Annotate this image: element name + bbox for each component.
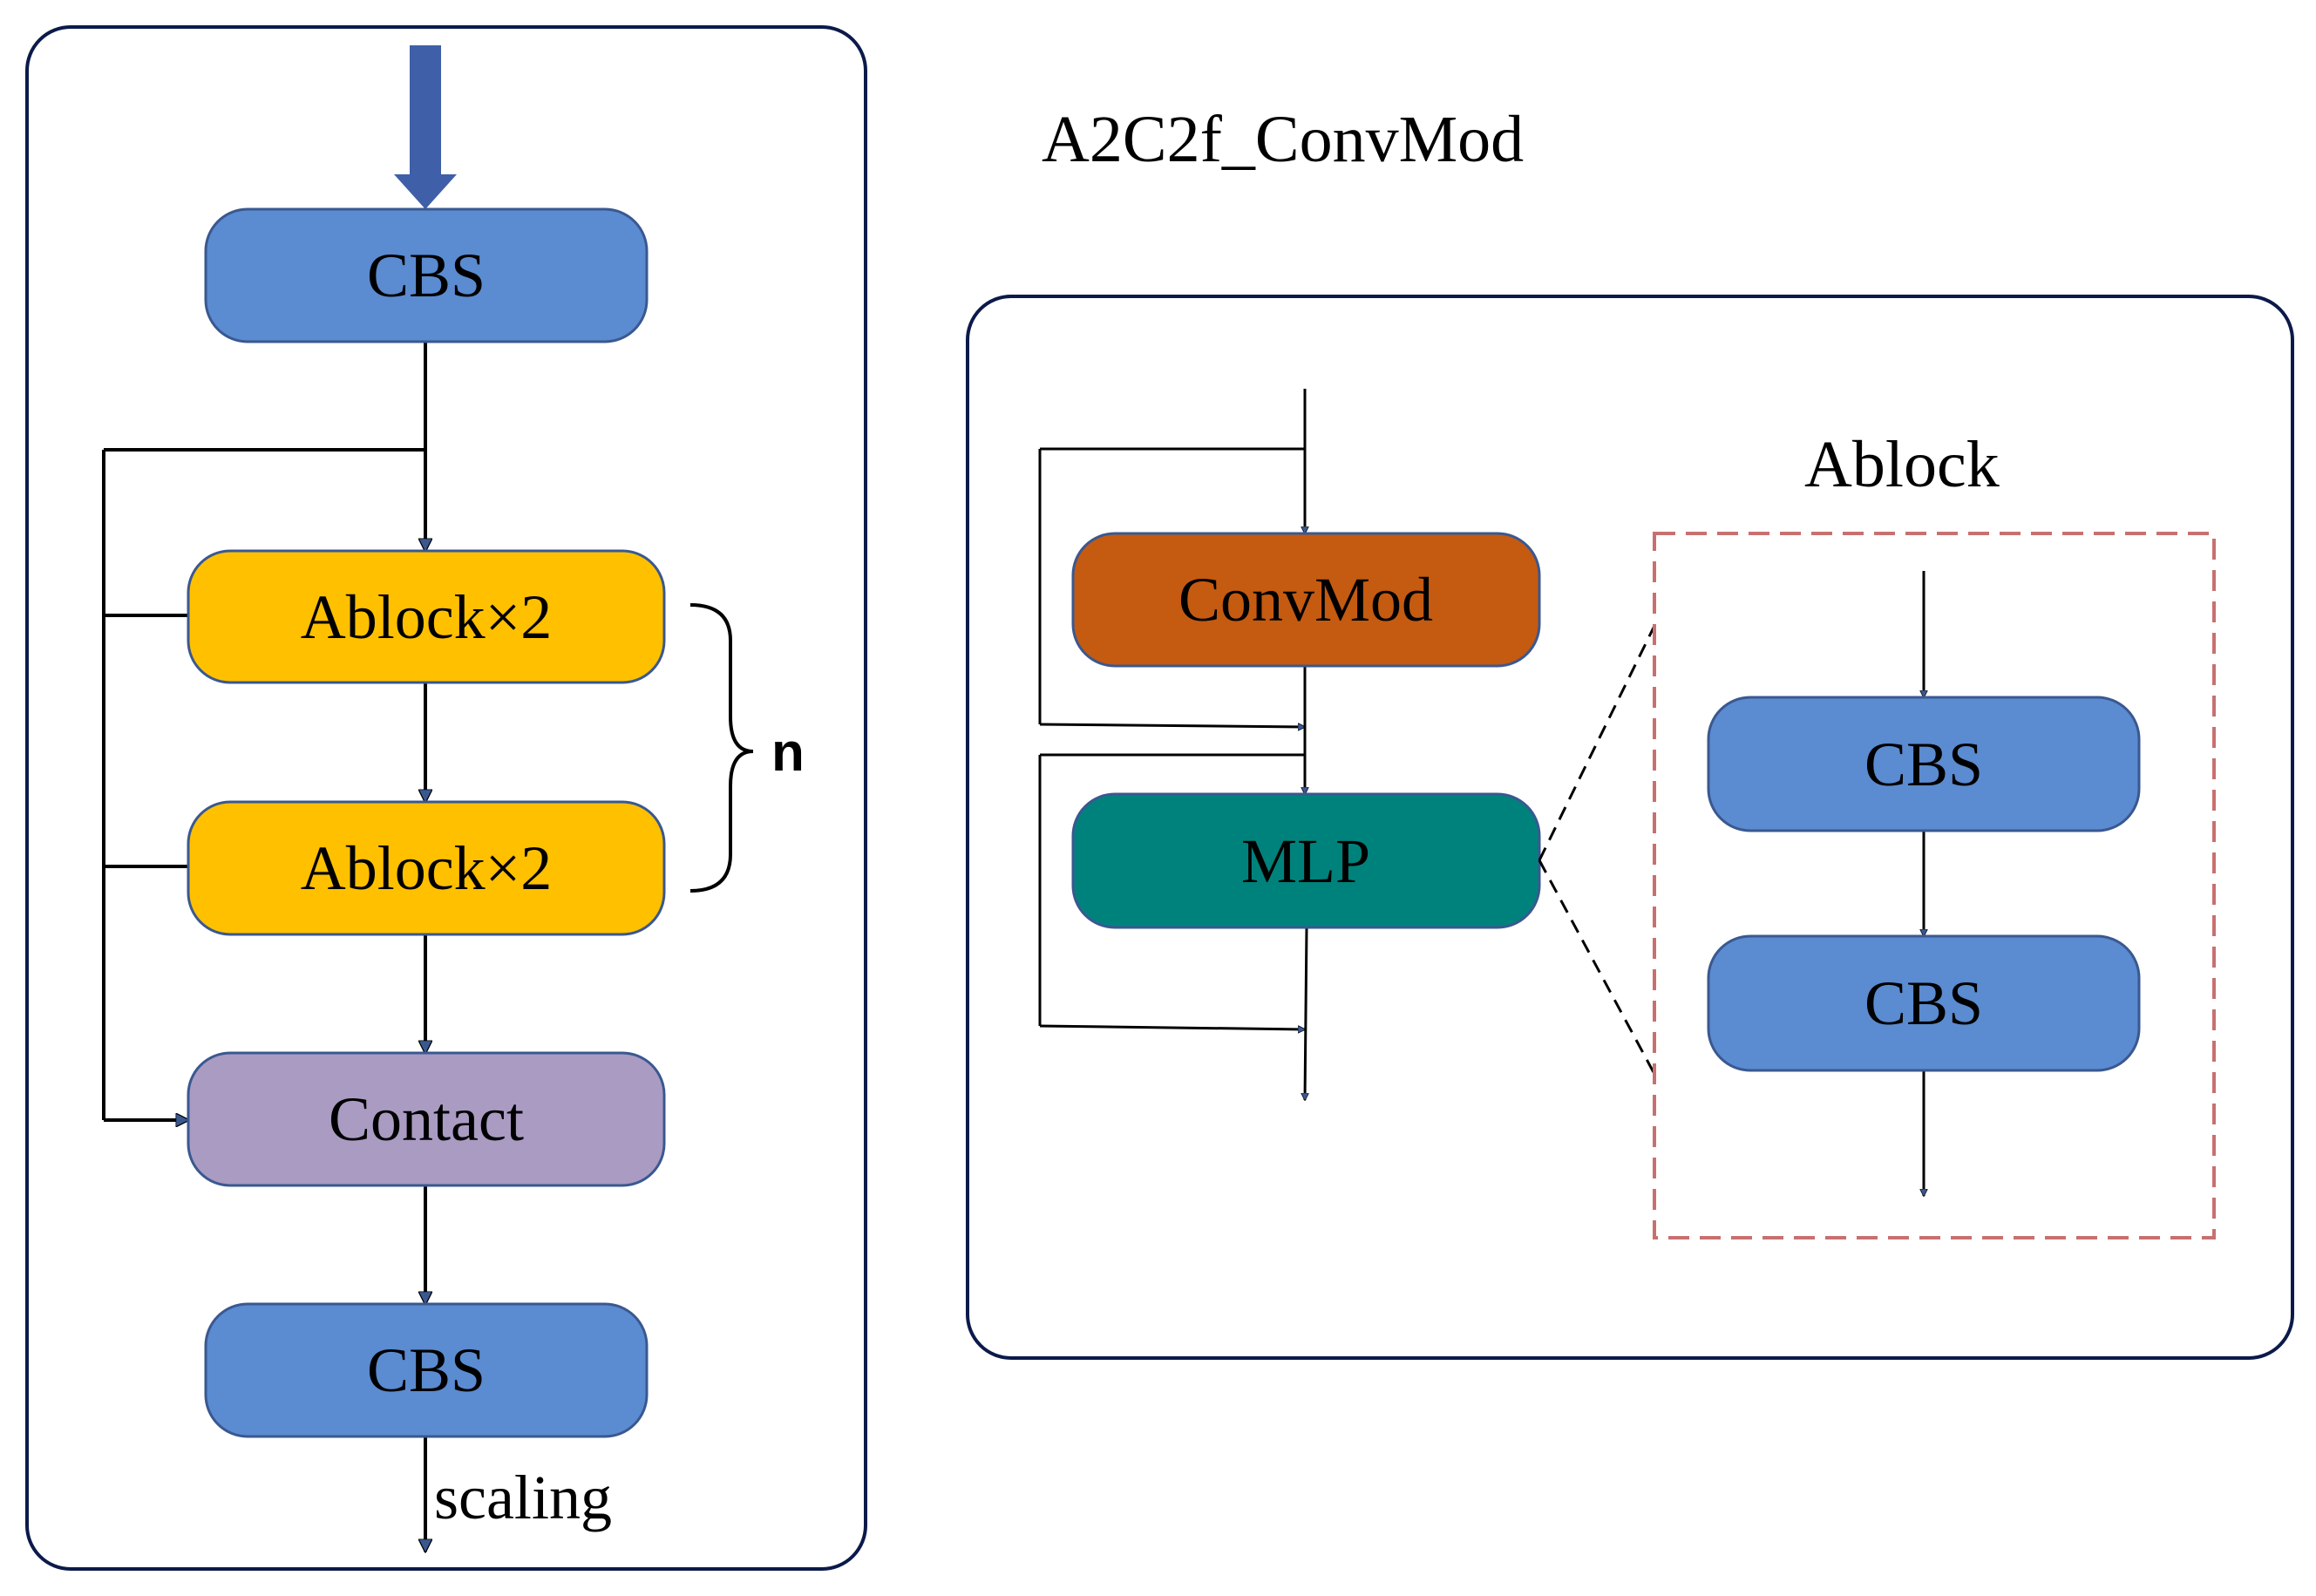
- left-cbs-top-node: CBS: [204, 207, 649, 343]
- convmod-label: ConvMod: [1178, 565, 1433, 635]
- left-panel-frame: [25, 25, 867, 1571]
- left-ablock-2-node: Ablock×2: [187, 800, 666, 936]
- mlp-label: MLP: [1241, 826, 1370, 896]
- right-connectors: [1038, 389, 1307, 1100]
- ablock-detail-title: Ablock: [1804, 428, 2000, 501]
- left-ablock-1-node: Ablock×2: [187, 549, 666, 684]
- output-scaling-label: scaling: [434, 1463, 612, 1532]
- left-connectors: [102, 342, 425, 1552]
- mlp-node: MLP: [1071, 792, 1541, 929]
- left-cbs-top-label: CBS: [367, 241, 486, 310]
- left-contact-label: Contact: [329, 1084, 524, 1154]
- left-contact-node: Contact: [187, 1051, 666, 1187]
- left-ablock-2-label: Ablock×2: [301, 833, 553, 903]
- left-ablock-1-label: Ablock×2: [301, 582, 553, 652]
- left-cbs-bottom-node: CBS: [204, 1302, 649, 1438]
- ablock-cbs-1-node: CBS: [1707, 696, 2141, 832]
- repeat-brace: [689, 603, 754, 893]
- ablock-cbs-1-label: CBS: [1864, 730, 1983, 799]
- ablock-cbs-2-node: CBS: [1707, 934, 2141, 1072]
- input-arrow: [394, 45, 457, 209]
- left-cbs-bottom-label: CBS: [367, 1335, 486, 1405]
- diagram-title: A2C2f_ConvMod: [1042, 103, 1524, 176]
- convmod-node: ConvMod: [1071, 532, 1541, 668]
- ablock-cbs-2-label: CBS: [1864, 968, 1983, 1038]
- zoom-lines: [1538, 625, 1656, 1075]
- ablock-detail-box: [1653, 532, 2216, 1239]
- repeat-label: n: [771, 723, 805, 783]
- right-panel-frame: [966, 295, 2294, 1360]
